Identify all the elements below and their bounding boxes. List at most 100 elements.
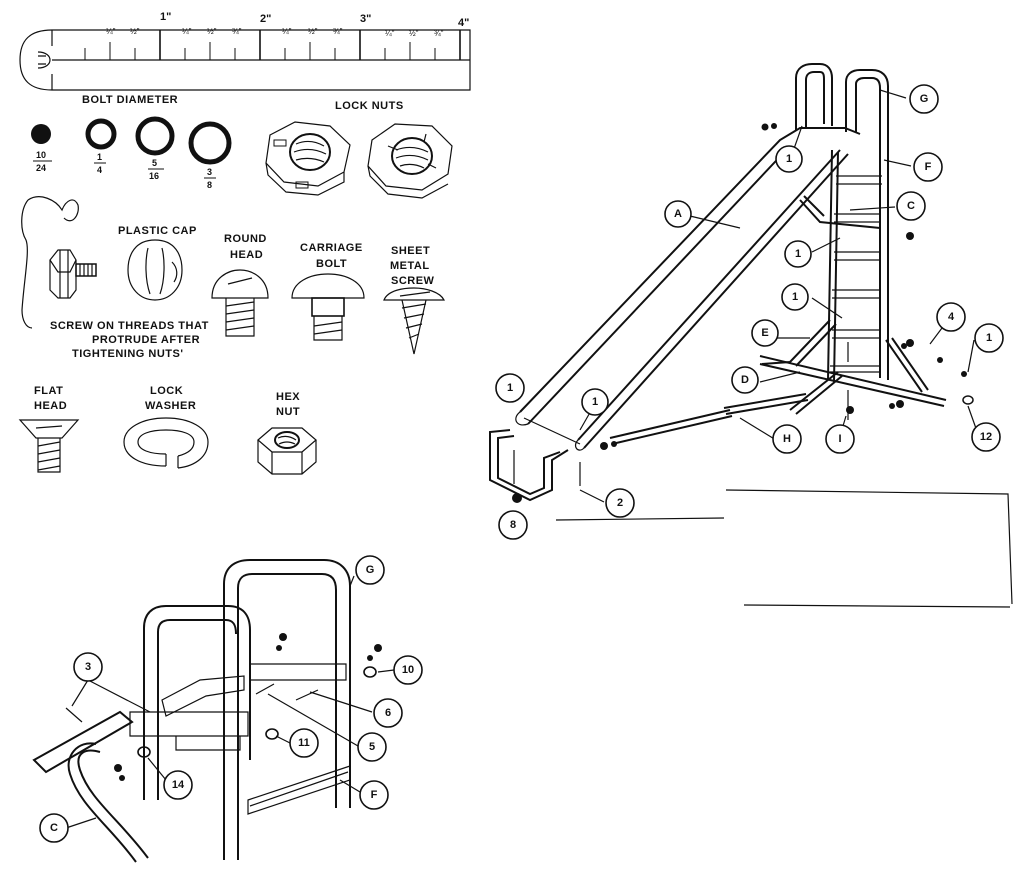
detail-callout-10: 10 [393, 655, 423, 685]
lock-washer-label-2: WASHER [145, 400, 196, 412]
detail-callout-6: 6 [373, 698, 403, 728]
callout-I: I [825, 424, 855, 454]
svg-text:A: A [674, 208, 682, 220]
ruler-label: ¾" [434, 29, 444, 38]
callout-A: A [664, 200, 692, 228]
bolt-diameter-section: BOLT DIAMETER 10 24 1 4 5 16 3 8 [31, 94, 232, 190]
ruler-inch-labels: 1" 2" 3" 4" [160, 11, 469, 29]
hex-nut-label-2: NUT [276, 406, 300, 418]
flat-head-screw-icon [18, 419, 80, 473]
svg-text:I: I [838, 433, 841, 445]
lock-nuts-section: LOCK NUTS [265, 100, 453, 199]
svg-text:C: C [907, 200, 915, 212]
screw-note-line2: PROTRUDE AFTER [92, 334, 200, 346]
plastic-cap-label: PLASTIC CAP [118, 225, 197, 237]
round-head-screw-icon [211, 269, 269, 337]
hex-nut-label-1: HEX [276, 391, 300, 403]
ruler-inch-2: 2" [260, 13, 271, 25]
callout-H: H [772, 424, 802, 454]
plastic-cap-icon [127, 239, 183, 301]
svg-text:1: 1 [986, 332, 992, 344]
fraction-num: 1 [97, 152, 102, 162]
lock-nut-nylon-icon [265, 121, 351, 196]
ruler-label: ¼" [106, 27, 116, 36]
lock-washer-label-1: LOCK [150, 385, 183, 397]
detail-callout-C: C [39, 813, 69, 843]
fraction-den: 4 [97, 165, 102, 175]
callout-E: E [751, 319, 779, 347]
bolt-size-3-8-icon [188, 121, 232, 165]
round-head-label-2: HEAD [230, 249, 263, 261]
bolt-diameter-title: BOLT DIAMETER [82, 94, 178, 106]
callout-D: D [731, 366, 759, 394]
detail-callout-G: G [355, 555, 385, 585]
svg-text:1: 1 [795, 248, 801, 260]
svg-text:14: 14 [172, 779, 185, 791]
bolt-size-1-4-icon [85, 118, 117, 150]
svg-text:1: 1 [792, 291, 798, 303]
callout-8: 8 [498, 510, 528, 540]
carriage-bolt-label-2: BOLT [316, 258, 347, 270]
sheet-metal-label-2: METAL [390, 260, 430, 272]
ruler-label: ½" [308, 27, 318, 36]
svg-text:5: 5 [369, 741, 375, 753]
svg-text:F: F [925, 161, 932, 173]
screw-note-line1: SCREW ON THREADS THAT [50, 320, 209, 332]
ruler-label: ¾" [333, 27, 343, 36]
ruler-label: ¼" [385, 29, 395, 38]
bolt-size-5-16-icon [135, 116, 175, 156]
ruler-minor-labels: ¼" ½" ¼" ½" ¾" ¼" ½" ¾" ¼" ½" ¾" [106, 27, 444, 38]
callout-G: G [909, 84, 939, 114]
carriage-bolt-label-1: CARRIAGE [300, 242, 363, 254]
callout-12: 12 [971, 422, 1001, 452]
svg-text:1: 1 [786, 153, 792, 165]
ruler-inch-1: 1" [160, 11, 171, 23]
round-head-label-1: ROUND [224, 233, 267, 245]
svg-text:3: 3 [85, 661, 91, 673]
callout-1: 1 [781, 283, 809, 311]
callout-1: 1 [974, 323, 1004, 353]
hex-nut-icon [257, 427, 317, 475]
svg-text:D: D [741, 374, 749, 386]
lock-washer-icon [123, 417, 209, 469]
slide-callouts: A G F C 1 1 1 1 E D 4 1 H I 12 8 2 1 [495, 84, 1004, 540]
lock-nut-slotted-icon [367, 123, 453, 199]
fraction-num: 5 [152, 158, 157, 168]
fraction-num: 10 [36, 150, 46, 160]
svg-text:12: 12 [980, 431, 992, 443]
svg-text:E: E [761, 327, 768, 339]
svg-text:10: 10 [402, 664, 414, 676]
svg-text:C: C [50, 822, 58, 834]
fraction-num: 3 [207, 167, 212, 177]
sheet-metal-label-1: SHEET [391, 245, 430, 257]
bolt-size-labels: 10 24 1 4 5 16 3 8 [33, 150, 216, 190]
svg-text:H: H [783, 433, 791, 445]
svg-text:11: 11 [298, 737, 310, 749]
fraction-den: 24 [36, 163, 46, 173]
callout-1: 1 [775, 145, 803, 173]
slide-assembly: A G F C 1 1 1 1 E D 4 1 H I 12 8 2 1 [489, 63, 1013, 608]
detail-callout-3: 3 [73, 652, 103, 682]
callout-2: 2 [605, 488, 635, 518]
screw-note-line3: TIGHTENING NUTS' [72, 348, 183, 360]
ruler-label: ½" [130, 27, 140, 36]
ruler-inch-4: 4" [458, 17, 469, 29]
svg-text:G: G [366, 564, 375, 576]
sheet-metal-label-3: SCREW [391, 275, 435, 287]
slide-fasteners [512, 123, 974, 503]
ruler-label: ¼" [182, 27, 192, 36]
hardware-section: SCREW ON THREADS THAT PROTRUDE AFTER TIG… [18, 196, 445, 475]
detail-callout-14: 14 [163, 770, 193, 800]
callout-C: C [896, 191, 926, 221]
callout-1: 1 [581, 388, 609, 416]
bolt-size-10-24-icon [31, 124, 51, 144]
callout-1: 1 [495, 373, 525, 403]
ruler-inch-3: 3" [360, 13, 371, 25]
flat-head-label-1: FLAT [34, 385, 63, 397]
svg-text:G: G [920, 93, 929, 105]
bolt-with-nut-icon [49, 249, 97, 299]
detail-fasteners [65, 633, 382, 781]
sheet-metal-screw-icon [383, 287, 445, 355]
lock-nuts-title: LOCK NUTS [335, 100, 404, 112]
